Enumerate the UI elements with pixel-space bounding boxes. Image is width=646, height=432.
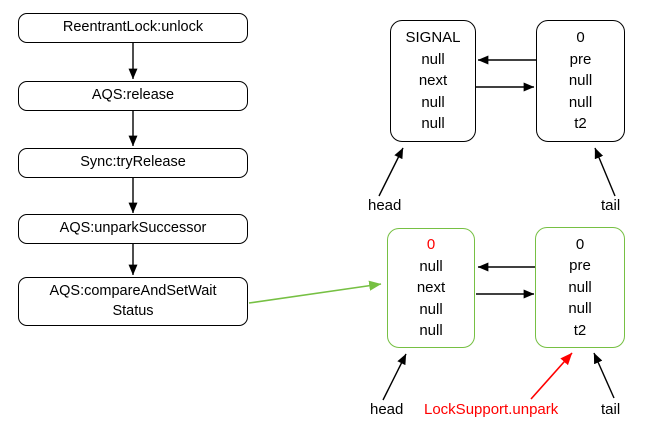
queue-before-tail-node[interactable]: 0 pre null null t2	[536, 20, 625, 142]
queue-after-head-label: head	[370, 401, 404, 418]
node-cell-thread: t2	[574, 115, 587, 133]
node-cell-waitstatus: 0	[576, 29, 585, 47]
node-cell-extra: null	[568, 300, 592, 318]
node-cell-thread: null	[421, 93, 445, 111]
bottom-tail-label-arrow	[593, 352, 615, 399]
node-cell-waitstatus: 0	[426, 236, 436, 254]
bottom-head-label-arrow	[382, 353, 407, 401]
flow-step-sync-tryrelease[interactable]: Sync:tryRelease	[18, 148, 248, 178]
node-cell-prev: pre	[569, 257, 591, 275]
node-cell-thread: t2	[573, 321, 587, 339]
node-cell-prev: pre	[569, 50, 592, 68]
node-cell-waitstatus: 0	[575, 235, 585, 253]
node-cell-prev: null	[421, 50, 445, 68]
flow-step-aqs-compareandsetwaitstatus[interactable]: AQS:compareAndSetWait Status	[18, 277, 248, 326]
queue-after-head-node[interactable]: 0 null next null null	[387, 228, 475, 348]
node-cell-prev: null	[419, 257, 443, 275]
queue-after-tail-label: tail	[601, 401, 621, 418]
node-cell-extra: null	[419, 322, 443, 340]
flow-step-aqs-unparksuccessor[interactable]: AQS:unparkSuccessor	[18, 214, 248, 244]
node-cell-next: null	[568, 72, 593, 90]
green-transition-arrow	[248, 280, 382, 304]
unpark-arrow	[530, 352, 573, 400]
node-cell-waitstatus: SIGNAL	[405, 29, 461, 47]
node-cell-extra: null	[568, 93, 593, 111]
flow-step-reentrantlock-unlock[interactable]: ReentrantLock:unlock	[18, 13, 248, 43]
queue-before-head-node[interactable]: SIGNAL null next null null	[390, 20, 476, 142]
node-cell-next: next	[418, 72, 448, 90]
node-cell-extra: null	[421, 115, 445, 133]
flow-step-aqs-release[interactable]: AQS:release	[18, 81, 248, 111]
queue-before-head-label: head	[368, 197, 402, 214]
node-cell-thread: null	[419, 300, 443, 318]
node-cell-next: null	[568, 278, 592, 296]
node-cell-next: next	[416, 279, 446, 297]
top-head-label-arrow	[378, 147, 404, 197]
queue-after-tail-node[interactable]: 0 pre null null t2	[535, 227, 625, 348]
top-tail-label-arrow	[594, 147, 616, 197]
locksupport-unpark-label: LockSupport.unpark	[424, 401, 559, 418]
queue-before-tail-label: tail	[601, 197, 621, 214]
